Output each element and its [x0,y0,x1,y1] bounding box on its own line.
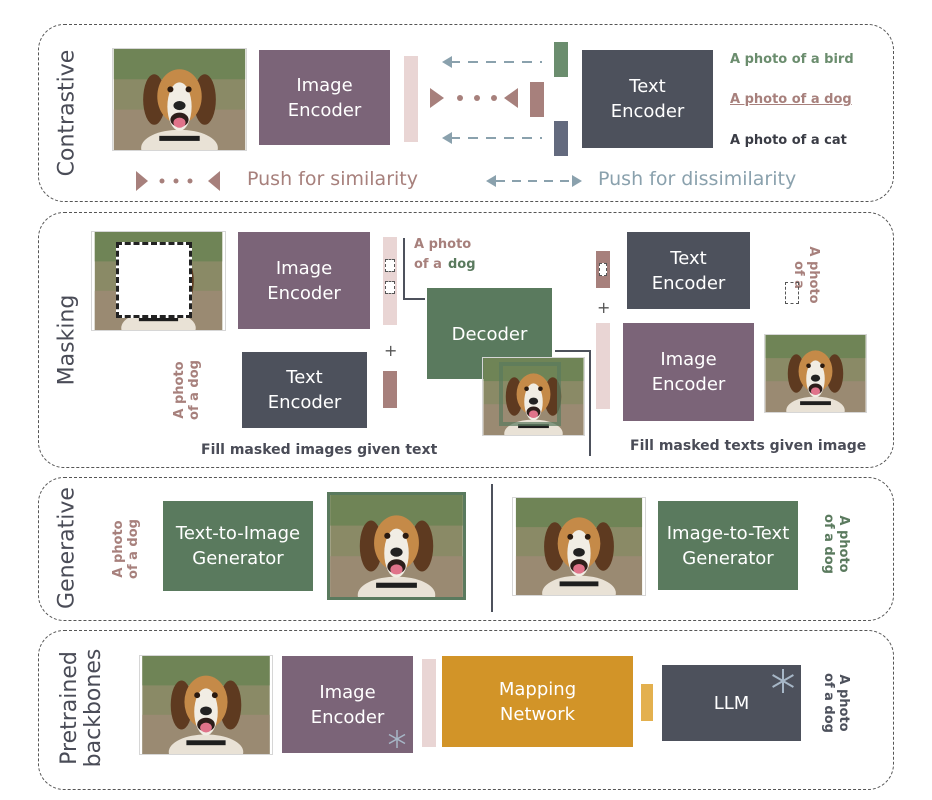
masked-image-embedding-bar [383,237,397,325]
mapping-network-box: Mapping Network [442,656,633,747]
masking-caption-right: Fill masked texts given image [630,438,867,454]
masked-text-embedding-bar [596,251,610,288]
pretrained-title: Pretrained backbones [57,648,106,768]
similarity-legend-icon [136,171,220,191]
masked-dog-photo [92,232,225,330]
plus-sign: + [384,341,398,360]
dissimilarity-legend-icon [486,175,582,187]
image-encoder-box: Image Encoder [282,656,413,753]
dog-photo [765,335,866,412]
text-embedding-bar [383,371,397,408]
contrastive-panel [38,24,894,202]
text-encoder-box: Text Encoder [627,232,750,309]
text-encoder-box: Text Encoder [242,352,367,428]
caption-cat: A photo of a cat [730,133,847,148]
text-encoder-box: Text Encoder [582,50,713,148]
caption-bird: A photo of a bird [730,52,854,67]
text-embedding-dog [530,82,544,117]
mask-region [116,242,192,318]
similarity-legend-label: Push for similarity [247,168,418,190]
masking-panel [38,212,894,468]
dog-photo [513,498,645,595]
dog-photo [140,656,272,754]
masking-caption-left: Fill masked images given text [201,442,438,458]
frozen-snowflake-icon [772,669,794,693]
vertical-caption-right: A photo of a dog [821,514,851,574]
image-embedding-bar [422,659,436,747]
connector-line [403,298,425,300]
connector-line [589,350,591,456]
text-embedding-cat [554,121,568,156]
generated-dog-photo [330,495,463,597]
image-encoder-box: Image Encoder [238,232,370,329]
generative-panel [38,477,894,621]
generative-title: Generative [54,487,80,609]
label-dog: dog [448,257,476,272]
dissimilarity-legend-label: Push for dissimilarity [598,168,797,190]
dissimilarity-arrows [442,56,542,144]
masked-token [599,263,607,276]
caption-dog: A photo of a dog [730,92,852,107]
vertical-caption: A photo of a dog [821,673,851,733]
frozen-snowflake-icon [388,730,406,748]
plus-sign: + [597,298,611,317]
text-to-image-generator-box: Text-to-Image Generator [163,501,313,591]
label-of-a: of a [414,257,442,272]
image-embedding-bar [596,323,610,409]
image-encoder-box: Image Encoder [623,323,754,421]
masking-title: Masking [54,294,80,386]
image-embedding-bar [404,56,418,142]
llm-box: LLM [662,665,801,741]
panel-divider [491,484,493,612]
masked-token [385,281,395,294]
mapped-embedding-bar [641,684,653,721]
connector-line [403,238,405,300]
dog-photo [113,49,246,150]
image-to-text-generator-box: Image-to-Text Generator [658,501,798,590]
reconstruction-highlight [499,362,561,426]
masked-token [385,259,395,272]
image-encoder-box: Image Encoder [259,50,390,145]
vertical-caption-left: A photo of a dog [172,360,202,420]
label-a-photo: A photo [414,237,472,252]
masked-word-slot [785,282,799,304]
text-embedding-bird [554,42,568,77]
reconstructed-dog-photo [483,358,584,435]
contrastive-title: Contrastive [54,49,80,177]
similarity-arrow [430,88,518,108]
vertical-caption-left: A photo of a dog [111,519,141,579]
pretrained-panel [38,630,894,790]
connector-line [555,350,591,352]
